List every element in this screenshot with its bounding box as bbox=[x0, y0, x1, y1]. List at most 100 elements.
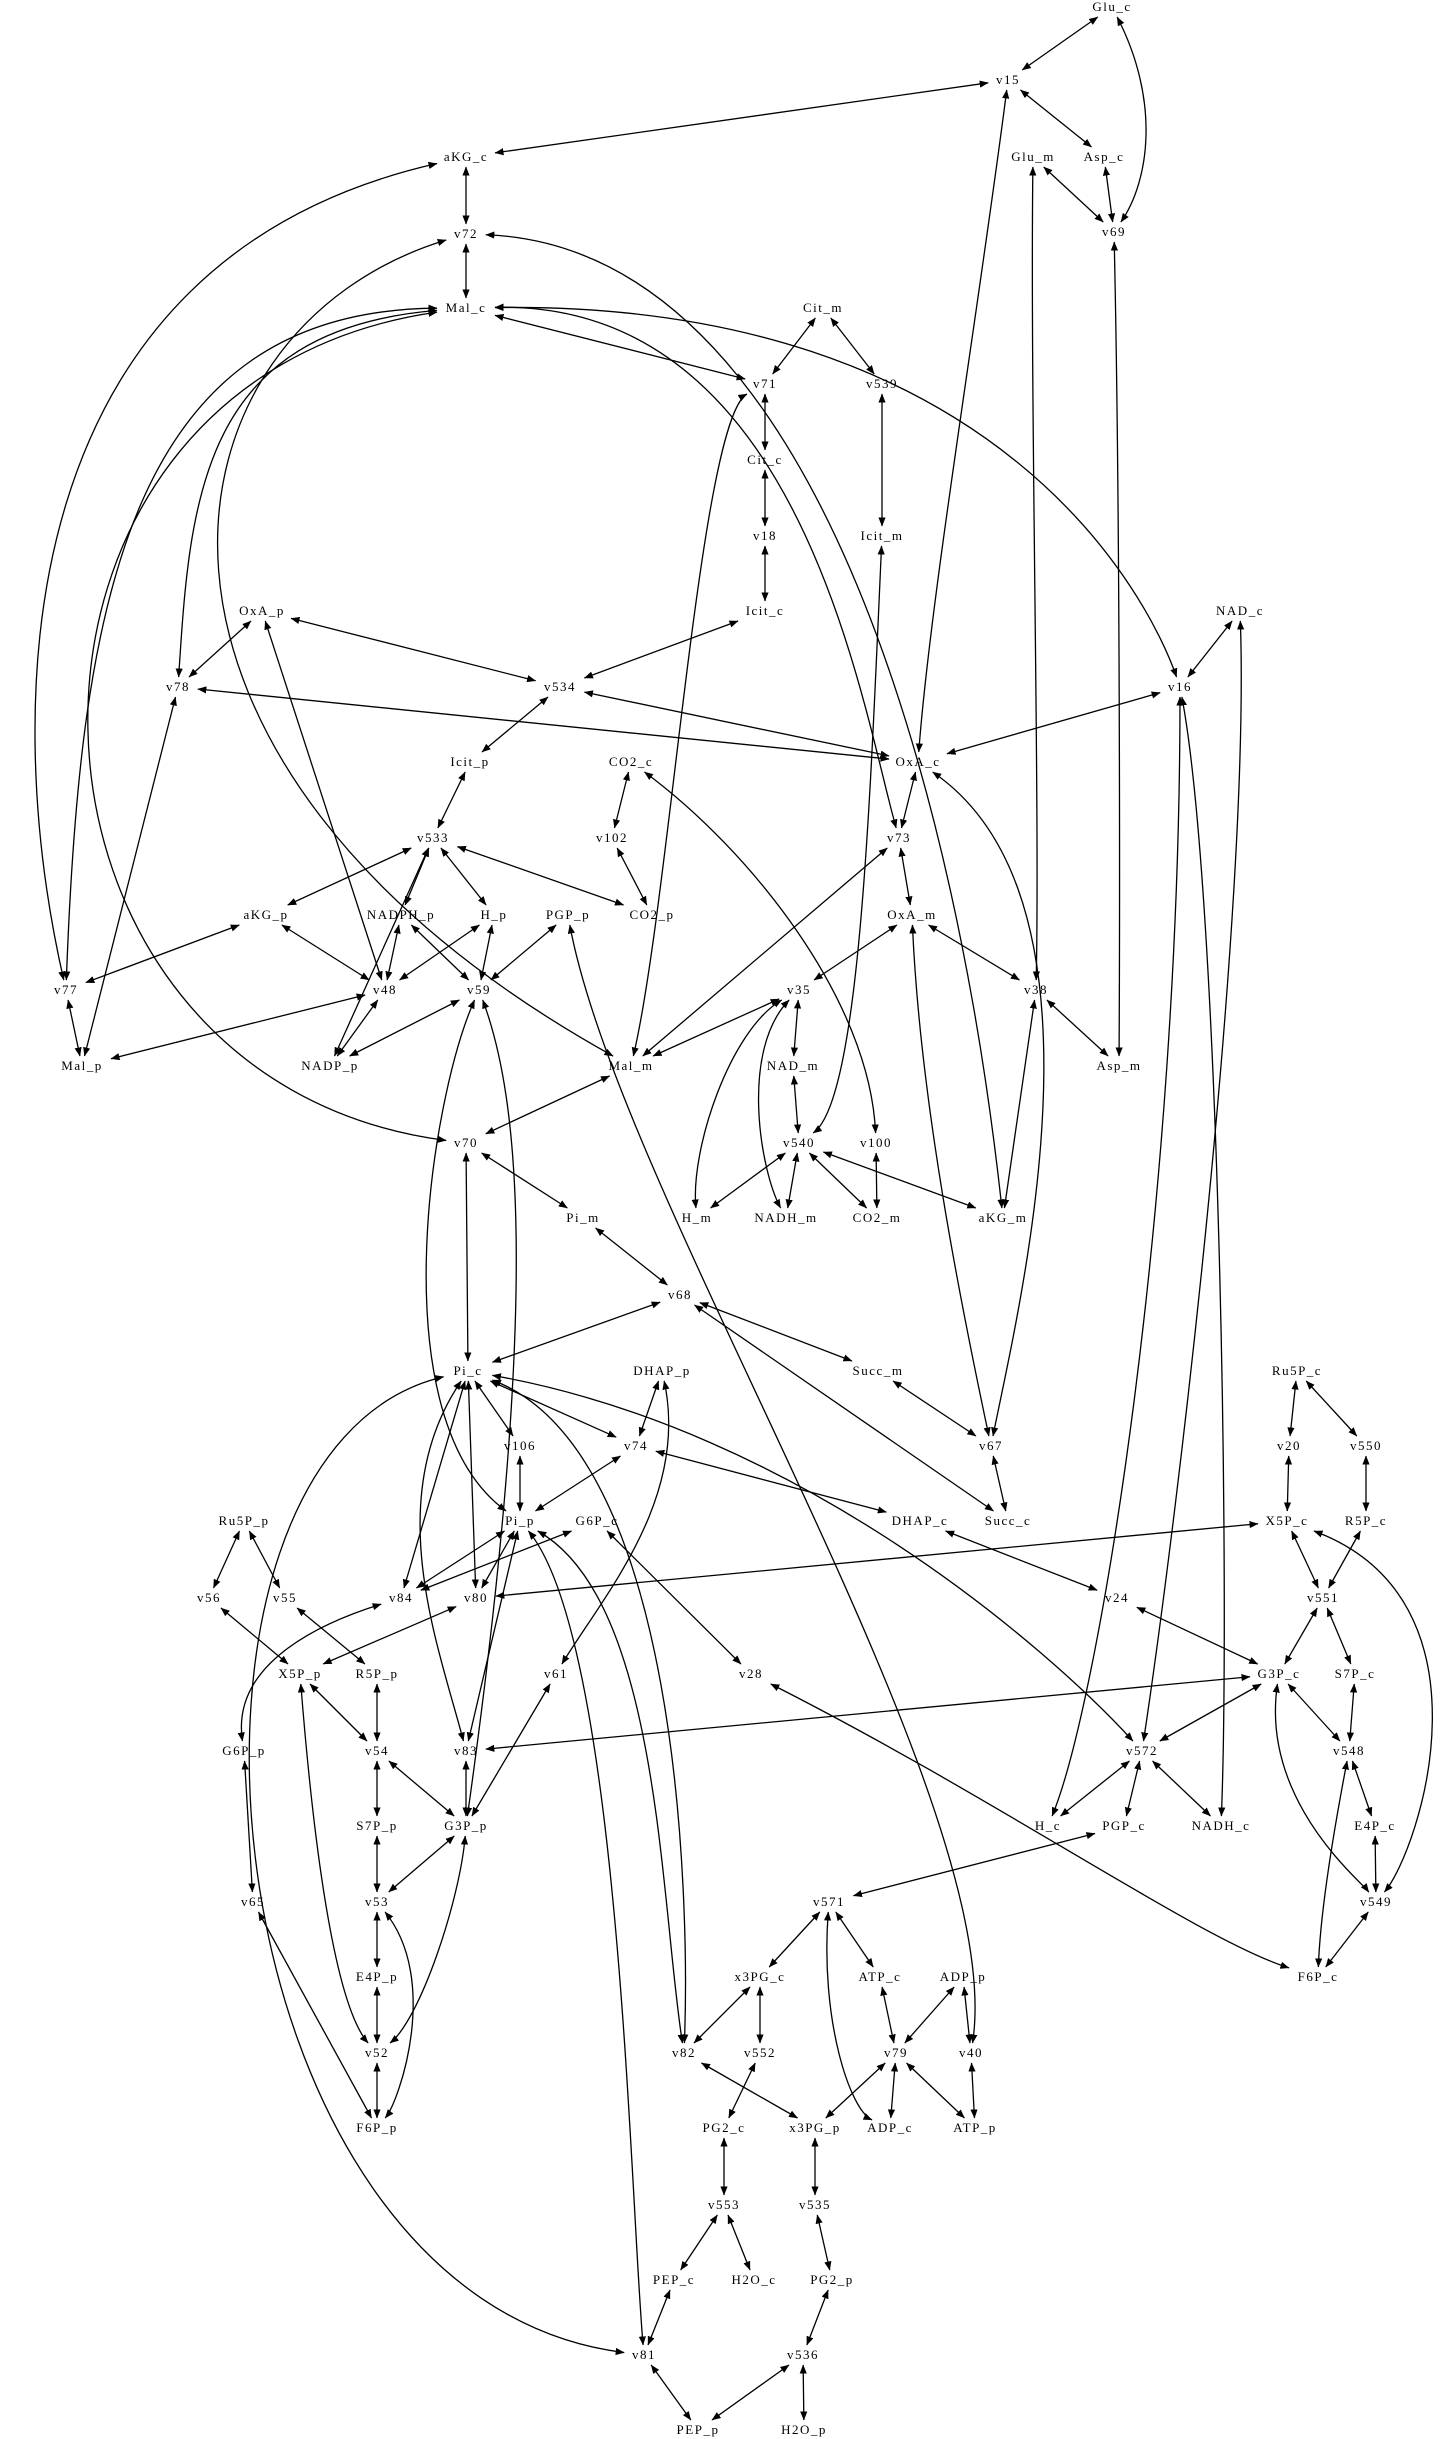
edge-v548-F6P_c bbox=[1315, 1760, 1350, 1968]
node-x3PG_c: x3PG_c bbox=[735, 1969, 786, 1984]
node-v15: v15 bbox=[996, 72, 1020, 87]
edge-v535-PG2_p bbox=[815, 2214, 832, 2271]
node-v55: v55 bbox=[273, 1590, 297, 1605]
edge-v53-F6P_p bbox=[384, 1911, 414, 2119]
edge-v78-Mal_p bbox=[83, 696, 177, 1057]
edge-v82-x3PG_p bbox=[701, 2062, 798, 2119]
edge-G6P_c-v84 bbox=[420, 1530, 572, 1591]
node-OxA_c: OxA_c bbox=[895, 754, 940, 769]
edge-v35-H_m bbox=[691, 999, 783, 1209]
node-v78: v78 bbox=[166, 679, 190, 694]
node-Mal_m: Mal_m bbox=[608, 1058, 653, 1073]
node-CO2_c: CO2_c bbox=[609, 754, 653, 769]
node-v106: v106 bbox=[504, 1438, 536, 1453]
node-v53: v53 bbox=[365, 1894, 389, 1909]
node-v100: v100 bbox=[860, 1135, 892, 1150]
node-v551: v551 bbox=[1307, 1590, 1339, 1605]
node-v40: v40 bbox=[959, 2045, 983, 2060]
node-NADH_c: NADH_c bbox=[1192, 1818, 1251, 1833]
edge-v24-G3P_c bbox=[1136, 1606, 1259, 1665]
node-PGP_c: PGP_c bbox=[1102, 1818, 1146, 1833]
node-G6P_p: G6P_p bbox=[222, 1743, 266, 1758]
node-aKG_c: aKG_c bbox=[444, 149, 488, 164]
edge-Mal_c-v70 bbox=[87, 309, 447, 1143]
node-Cit_c: Cit_c bbox=[747, 452, 783, 467]
node-v533: v533 bbox=[417, 830, 449, 845]
node-v534: v534 bbox=[544, 679, 576, 694]
node-Ru5P_p: Ru5P_p bbox=[219, 1513, 270, 1528]
edge-v16-OxA_c bbox=[946, 691, 1161, 755]
edge-v73-Mal_m bbox=[642, 847, 888, 1057]
edge-v40-ATP_p bbox=[968, 2062, 978, 2119]
node-NAD_c: NAD_c bbox=[1216, 603, 1264, 618]
edge-Pi_c-v80 bbox=[465, 1380, 479, 1589]
node-OxA_m: OxA_m bbox=[887, 907, 936, 922]
edge-v38-aKG_m bbox=[1002, 999, 1037, 1209]
edge-v38-Asp_m bbox=[1046, 999, 1109, 1057]
node-G6P_c: G6P_c bbox=[576, 1513, 619, 1528]
edge-v571-x3PG_c bbox=[768, 1911, 821, 1968]
node-v20: v20 bbox=[1277, 1438, 1301, 1453]
node-E4P_c: E4P_c bbox=[1354, 1818, 1395, 1833]
node-H_m: H_m bbox=[682, 1210, 713, 1225]
node-Pi_m: Pi_m bbox=[566, 1210, 599, 1225]
node-CO2_m: CO2_m bbox=[853, 1210, 902, 1225]
node-v35: v35 bbox=[787, 982, 811, 997]
node-Asp_c: Asp_c bbox=[1084, 149, 1125, 164]
edge-Cit_m-v71 bbox=[772, 317, 816, 375]
node-Ru5P_c: Ru5P_c bbox=[1272, 1363, 1322, 1378]
edge-NAD_c-v16 bbox=[1187, 620, 1233, 678]
edge-v15-Asp_c bbox=[1020, 89, 1092, 148]
edge-v100-CO2_m bbox=[872, 1152, 881, 1209]
edge-v551-G3P_c bbox=[1284, 1607, 1318, 1665]
node-Pi_p: Pi_p bbox=[505, 1513, 535, 1528]
edge-NAD_m-v540 bbox=[790, 1075, 802, 1134]
node-F6P_p: F6P_p bbox=[356, 2120, 397, 2135]
node-v540: v540 bbox=[783, 1135, 815, 1150]
node-PEP_p: PEP_p bbox=[677, 2422, 720, 2437]
edge-Icit_p-v533 bbox=[437, 771, 466, 829]
node-aKG_m: aKG_m bbox=[979, 1210, 1028, 1225]
node-v82: v82 bbox=[672, 2045, 696, 2060]
node-NAD_m: NAD_m bbox=[767, 1058, 819, 1073]
edge-DHAP_c-v24 bbox=[945, 1530, 1098, 1591]
edge-v534-Icit_p bbox=[481, 696, 549, 753]
edge-OxA_m-v38 bbox=[928, 924, 1020, 981]
edge-NADPH_p-v48 bbox=[385, 924, 401, 981]
edge-v70-Pi_c bbox=[462, 1152, 472, 1362]
node-v24: v24 bbox=[1105, 1590, 1129, 1605]
edge-PGP_p-v59 bbox=[490, 924, 557, 981]
node-v81: v81 bbox=[632, 2347, 656, 2362]
node-H_c: H_c bbox=[1035, 1818, 1061, 1833]
node-v73: v73 bbox=[887, 830, 911, 845]
node-Succ_m: Succ_m bbox=[853, 1363, 904, 1378]
node-DHAP_c: DHAP_c bbox=[892, 1513, 949, 1528]
node-ATP_p: ATP_p bbox=[953, 2120, 997, 2135]
node-v54: v54 bbox=[365, 1743, 389, 1758]
node-v79: v79 bbox=[884, 2045, 908, 2060]
edge-PEP_c-v81 bbox=[647, 2289, 671, 2346]
node-v74: v74 bbox=[624, 1438, 648, 1453]
node-v80: v80 bbox=[464, 1590, 488, 1605]
node-R5P_p: R5P_p bbox=[356, 1666, 399, 1681]
node-v18: v18 bbox=[753, 528, 777, 543]
edge-CO2_c-v102 bbox=[613, 771, 630, 829]
node-v67: v67 bbox=[979, 1438, 1003, 1453]
edge-v551-S7P_c bbox=[1326, 1607, 1352, 1665]
node-ADP_c: ADP_c bbox=[867, 2120, 913, 2135]
node-NADPH_p: NADPH_p bbox=[367, 907, 435, 922]
edge-Icit_m-v540 bbox=[812, 545, 885, 1134]
edge-v35-NADH_m bbox=[757, 999, 790, 1209]
edge-Ru5P_c-v20 bbox=[1287, 1380, 1299, 1437]
edge-Pi_p-v82 bbox=[537, 1530, 685, 2044]
edge-v571-ADP_c bbox=[824, 1911, 873, 2121]
edge-v540-aKG_m bbox=[822, 1151, 977, 1209]
edge-ADP_p-v40 bbox=[961, 1986, 973, 2044]
edge-v72-aKG_m bbox=[485, 231, 1005, 1209]
edge-DHAP_p-v74 bbox=[638, 1380, 660, 1437]
edge-v48-Mal_p bbox=[110, 993, 366, 1061]
edge-v68-Pi_c bbox=[491, 1301, 661, 1363]
edge-Pi_c-v572 bbox=[491, 1373, 1134, 1742]
edge-X5P_c-v551 bbox=[1291, 1530, 1319, 1589]
